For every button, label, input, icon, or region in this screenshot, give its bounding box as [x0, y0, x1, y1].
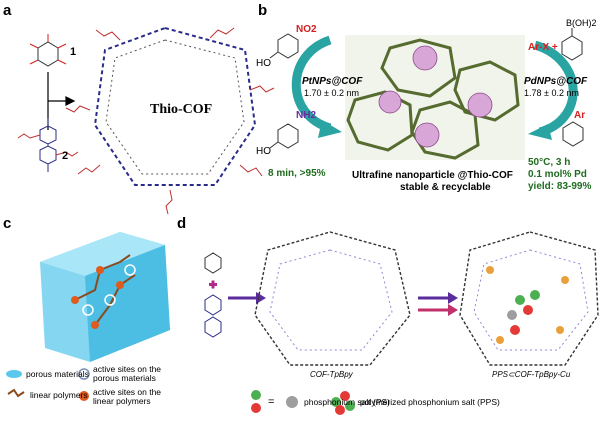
- bpy-monomer-d: [204, 294, 222, 338]
- pd-condition-temp: 50°C, 3 h: [528, 157, 571, 168]
- legend-ps-label: phosphonium salt (PS): [304, 397, 390, 407]
- pd-condition-yield: yield: 83-99%: [528, 181, 592, 192]
- cof-tpbpy-label: COF-TpBpy: [310, 370, 353, 379]
- equals-sign: =: [268, 396, 275, 408]
- plus-sign-d: [209, 280, 217, 289]
- thio-cof-label: Thio-COF: [150, 102, 213, 117]
- pd-size-label: 1.78 ± 0.2 nm: [524, 88, 579, 98]
- porous-material-cube: [40, 232, 170, 362]
- nitrophenol-structure: [269, 33, 299, 59]
- biaryl-product-structure: [562, 121, 584, 147]
- legend-icons-d: [251, 390, 355, 415]
- legend-porous-materials: porous materials: [26, 369, 89, 379]
- arrow-d-2: [418, 292, 458, 316]
- legend-icons-c: [6, 368, 90, 401]
- pt-reduction-arrow: [291, 35, 342, 138]
- legend-active-sites-linear: active sites on the linear polymers: [93, 387, 162, 406]
- pd-catalyst-label: PdNPs@COF: [524, 76, 588, 87]
- monomer-1-structure: [29, 34, 67, 67]
- legend-pps-label: polymerized phosphonium salt (PPS): [360, 397, 500, 407]
- cof-tpbpy-framework: [254, 231, 411, 366]
- panel-c-letter: c: [3, 215, 12, 232]
- ho-label-top: HO: [256, 58, 271, 69]
- pd-coupling-arrow: [528, 40, 578, 140]
- boronic-acid-label: B(OH)2: [566, 18, 597, 28]
- monomer-2-label: 2: [62, 150, 69, 162]
- legend-linear-polymers: linear polymers: [30, 390, 88, 400]
- nitro-group-label: NO2: [296, 24, 317, 35]
- pt-result-label: 8 min, >95%: [268, 168, 326, 179]
- pps-cof-label: PPS⊂COF-TpBpy-Cu: [492, 370, 571, 379]
- pt-catalyst-label: PtNPs@COF: [302, 76, 363, 87]
- aryl-halide-label: Ar-X +: [528, 42, 558, 53]
- tp-monomer-d: [204, 252, 222, 274]
- panel-d-letter: d: [177, 215, 187, 232]
- panel-b-letter: b: [258, 2, 268, 19]
- phenylboronic-acid-structure: [561, 28, 583, 61]
- cof-lattice-image: [345, 35, 525, 160]
- pps-cof-framework: [459, 231, 599, 366]
- pd-conditions: 50°C, 3 h 0.1 mol% Pd yield: 83-99%: [528, 157, 591, 193]
- monomer-2-structure: [17, 118, 79, 172]
- thio-cof-framework: [65, 26, 275, 215]
- aryl-product-label: Ar: [574, 110, 586, 121]
- legend-active-sites-porous: active sites on the porous materials: [93, 364, 162, 383]
- arrow-d-1: [228, 292, 266, 304]
- ho-label-bottom: HO: [256, 146, 271, 157]
- aminophenol-structure: [269, 123, 299, 149]
- pd-condition-loading: 0.1 mol% Pd: [528, 169, 587, 180]
- center-title-label: Ultrafine nanoparticle @Thio-COF: [352, 170, 513, 181]
- center-subtitle-label: stable & recyclable: [400, 182, 491, 193]
- monomer-1-label: 1: [70, 46, 77, 58]
- pt-size-label: 1.70 ± 0.2 nm: [304, 88, 359, 98]
- panel-a-letter: a: [3, 2, 12, 19]
- amine-group-label: NH2: [296, 110, 317, 121]
- reaction-arrow-a: [47, 72, 76, 130]
